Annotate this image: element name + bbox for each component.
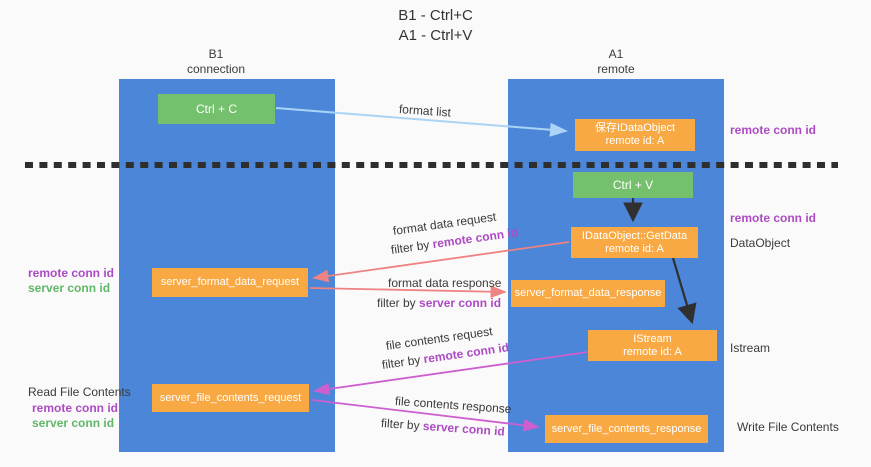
- filter-prefix: filter by: [377, 296, 420, 310]
- getdata-to-istream-arrow: [671, 257, 697, 325]
- box-server-format-data-response: server_format_data_response: [511, 280, 665, 307]
- diagram-title: B1 - Ctrl+C A1 - Ctrl+V: [0, 6, 871, 46]
- format-data-response-arrow: [309, 285, 507, 299]
- label-server-conn-id-left-top: server conn id: [28, 281, 111, 295]
- label-remote-conn-id-left-top: remote conn id: [28, 266, 115, 280]
- box-ctrl-c: Ctrl + C: [158, 94, 275, 124]
- title-line2: A1 - Ctrl+V: [398, 27, 473, 44]
- file-contents-request-arrow: [313, 351, 589, 396]
- box-save-dataobject-line1: 保存IDataObject: [594, 122, 676, 134]
- format-data-request-arrow: [312, 241, 570, 283]
- label-read-file-contents: Read File Contents: [28, 385, 131, 399]
- label-write-file-contents: Write File Contents: [737, 420, 839, 434]
- annotation-filter-by-server-1: filter by server conn id: [377, 296, 501, 310]
- filter-key-server-conn-id: server conn id: [419, 296, 502, 310]
- label-server-conn-id-left-bottom: server conn id: [32, 416, 115, 430]
- file-contents-response-arrow: [311, 399, 540, 432]
- box-server-format-data-request: server_format_data_request: [152, 268, 308, 297]
- left-column-subtitle: connection: [186, 62, 246, 76]
- box-idataobject-getdata-line1: IDataObject::GetData: [581, 229, 688, 242]
- label-remote-conn-id-right-top: remote conn id: [730, 123, 817, 137]
- box-idataobject-getdata-line2: remote id: A: [605, 242, 664, 255]
- title-line1: B1 - Ctrl+C: [398, 7, 473, 24]
- box-save-dataobject: 保存IDataObject remote id: A: [575, 119, 695, 151]
- left-column-name: B1: [208, 47, 224, 61]
- left-column-header: B1 connection: [116, 47, 316, 77]
- annotation-format-data-response: format data response: [388, 276, 502, 290]
- label-remote-conn-id-right-mid: remote conn id: [730, 211, 817, 225]
- filter-prefix: filter by: [380, 416, 424, 433]
- right-column-subtitle: remote: [597, 62, 635, 76]
- box-server-file-contents-response: server_file_contents_response: [545, 415, 708, 443]
- box-ctrl-v: Ctrl + V: [573, 172, 693, 198]
- label-remote-conn-id-left-bottom: remote conn id: [32, 401, 119, 415]
- label-dataobject: DataObject: [730, 236, 791, 250]
- format-list-arrow: [275, 107, 568, 137]
- box-save-dataobject-line2: remote id: A: [605, 135, 665, 147]
- box-istream-line1: IStream: [633, 332, 672, 345]
- box-istream: IStream remote id: A: [588, 330, 717, 361]
- box-istream-line2: remote id: A: [623, 345, 682, 358]
- label-istream: Istream: [730, 341, 771, 355]
- box-server-file-contents-request: server_file_contents_request: [152, 384, 309, 412]
- box-idataobject-getdata: IDataObject::GetData remote id: A: [571, 227, 698, 258]
- right-column-name: A1: [608, 47, 624, 61]
- right-column-header: A1 remote: [516, 47, 716, 77]
